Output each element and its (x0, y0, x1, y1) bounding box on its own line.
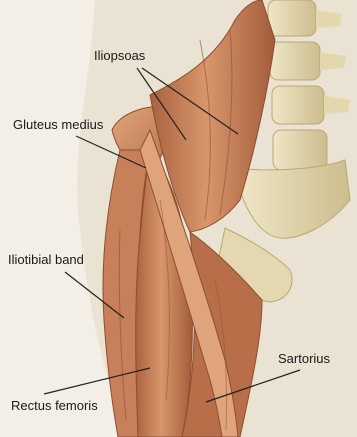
label-iliotibial-band: Iliotibial band (8, 252, 84, 267)
label-gluteus-medius: Gluteus medius (13, 117, 103, 132)
label-iliopsoas: Iliopsoas (94, 48, 145, 63)
label-rectus-femoris: Rectus femoris (11, 398, 98, 413)
label-sartorius: Sartorius (278, 351, 330, 366)
